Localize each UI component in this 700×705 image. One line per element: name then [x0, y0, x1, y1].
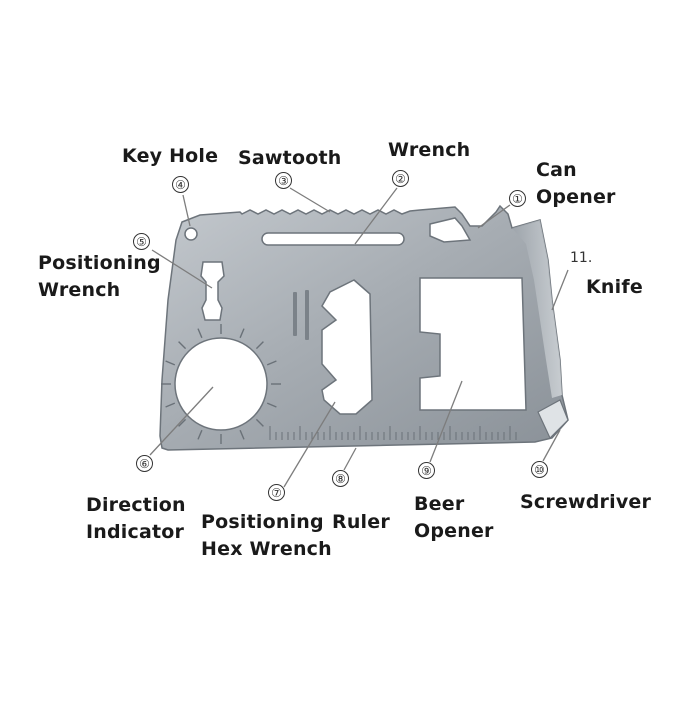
label-positioning-wrench-line2: Wrench: [38, 279, 121, 301]
direction-tick: [266, 402, 277, 408]
label-knife: Knife: [586, 276, 643, 298]
marker-knife: 11.: [570, 250, 593, 266]
knife-edge: [512, 220, 562, 398]
direction-tick: [197, 429, 203, 440]
direction-tick: [197, 328, 203, 339]
direction-tick: [165, 360, 176, 366]
label-key-hole: Key Hole: [122, 145, 219, 167]
label-positioning-wrench-line1: Positioning: [38, 252, 161, 274]
marker-ruler: ⑧: [332, 470, 349, 487]
marker-sawtooth: ③: [275, 172, 292, 189]
label-beer-opener-line2: Opener: [414, 520, 494, 542]
hex-wrench-slot: [321, 279, 373, 415]
can-opener-notch: [429, 217, 472, 243]
marker-positioning-hex-wrench: ⑦: [268, 484, 285, 501]
label-ruler: Ruler: [332, 511, 390, 533]
direction-tick: [165, 402, 176, 408]
key-hole-shape: [184, 227, 198, 241]
direction-tick: [239, 429, 245, 440]
engraving: [293, 290, 309, 340]
label-direction-indicator-line1: Direction: [86, 494, 186, 516]
direction-tick: [255, 341, 264, 350]
direction-indicator-ring: [174, 337, 268, 431]
direction-tick: [178, 341, 187, 350]
label-can-opener-line1: Can: [536, 159, 577, 181]
beer-opener-window: [419, 277, 527, 411]
direction-tick: [255, 418, 264, 427]
ruler-ticks: [269, 426, 517, 440]
direction-ticks: [161, 324, 281, 444]
label-positioning-hex-wrench-line1: Positioning: [201, 511, 324, 533]
marker-beer-opener: ⑨: [418, 462, 435, 479]
marker-positioning-wrench: ⑤: [133, 233, 150, 250]
positioning-wrench-slot: [200, 261, 225, 321]
label-direction-indicator-line2: Indicator: [86, 521, 185, 543]
marker-screwdriver: ⑩: [531, 461, 548, 478]
wrench-slot: [261, 232, 405, 246]
screwdriver-tip: [537, 399, 569, 440]
direction-tick: [178, 418, 187, 427]
label-sawtooth: Sawtooth: [238, 147, 342, 169]
label-screwdriver: Screwdriver: [520, 491, 652, 513]
direction-tick: [266, 360, 277, 366]
label-can-opener-line2: Opener: [536, 186, 616, 208]
direction-tick: [239, 328, 245, 339]
marker-key-hole: ④: [172, 176, 189, 193]
label-positioning-hex-wrench-line2: Hex Wrench: [201, 538, 332, 560]
leader-lines: [149, 187, 569, 488]
label-beer-opener-line1: Beer: [414, 493, 465, 515]
marker-can-opener: ①: [509, 190, 526, 207]
marker-wrench: ②: [392, 170, 409, 187]
label-wrench: Wrench: [388, 139, 471, 161]
marker-direction-indicator: ⑥: [136, 455, 153, 472]
